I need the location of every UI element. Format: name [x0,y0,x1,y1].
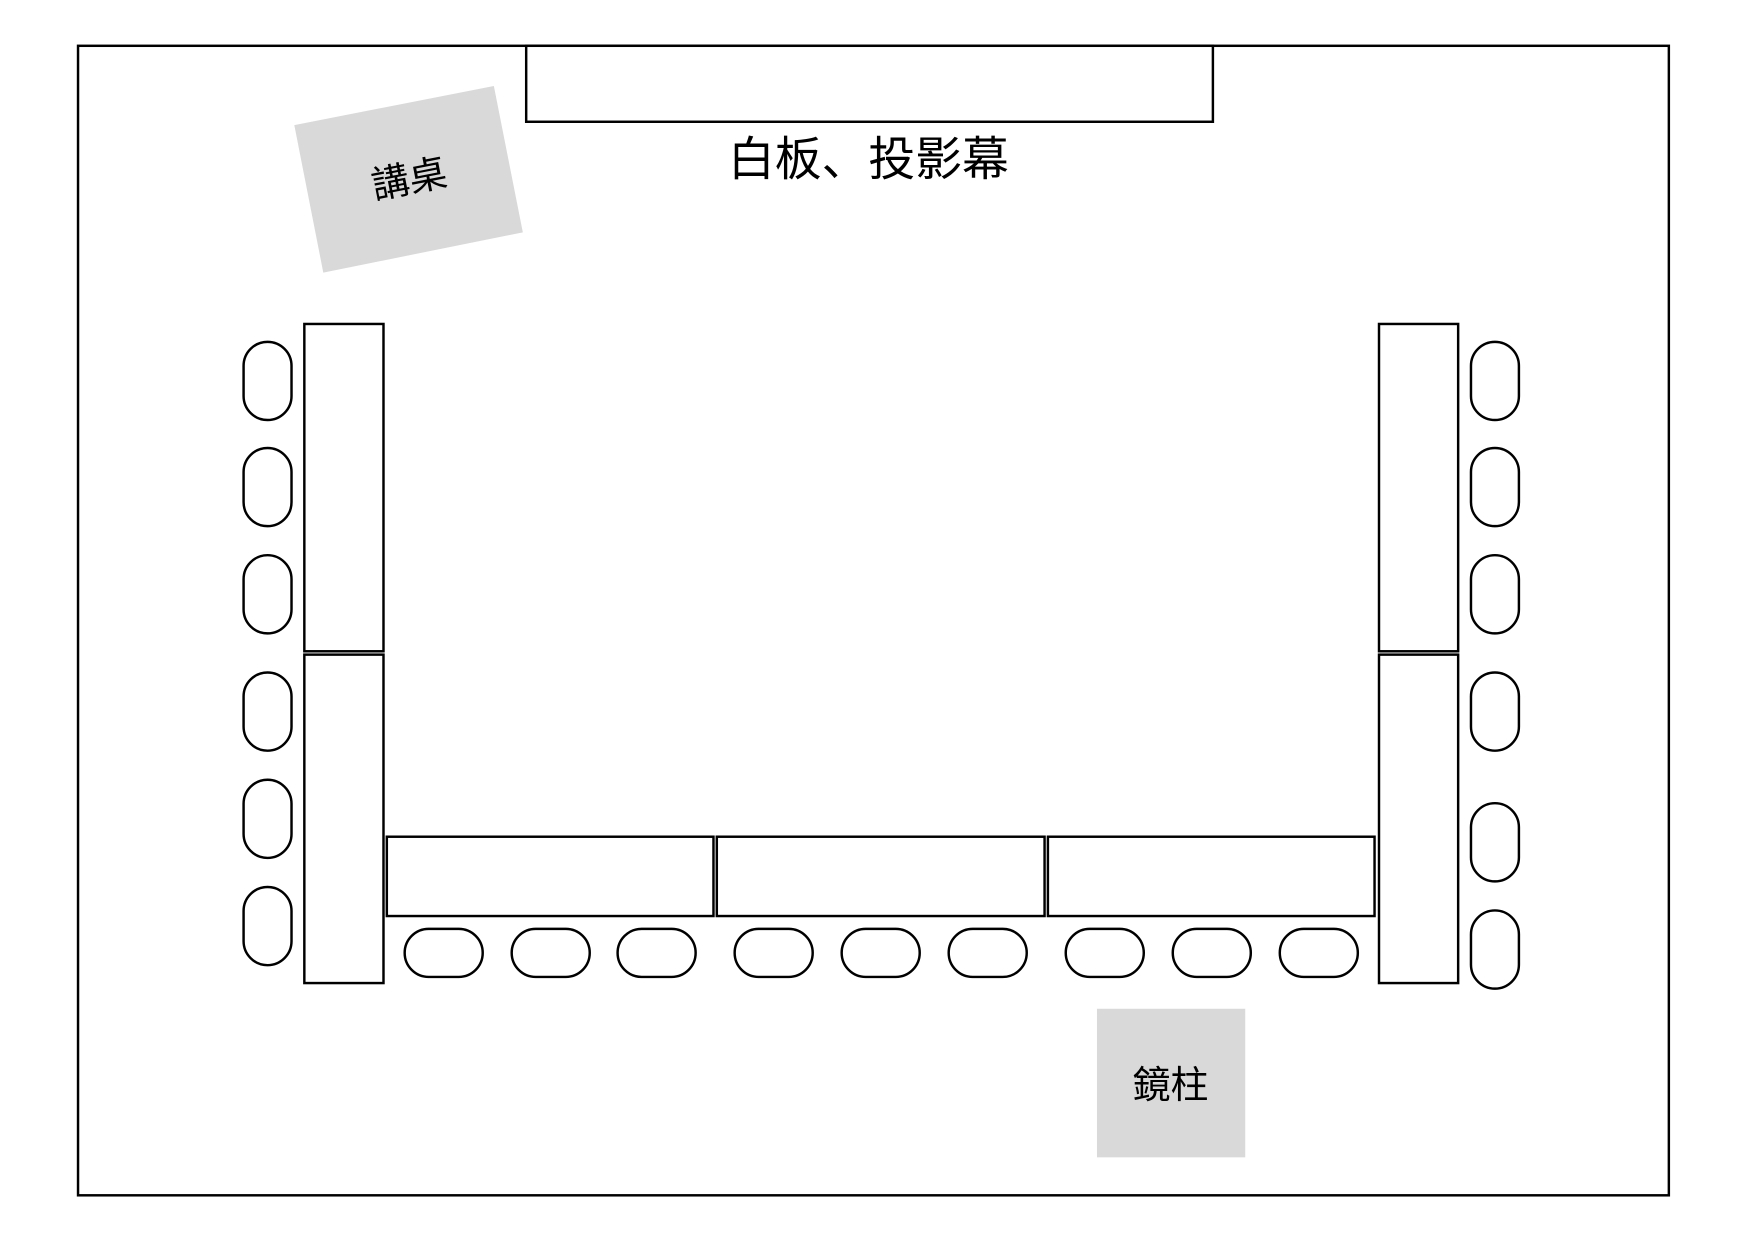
chair-left [242,340,293,422]
chair-bottom [403,927,484,979]
right-table-2 [1377,653,1460,985]
chair-left [242,671,293,752]
chair-right [1469,553,1521,635]
chair-bottom [733,927,814,979]
bottom-table-1 [385,835,715,918]
chairs [242,340,1521,990]
chair-right [1469,671,1521,752]
left-table-2 [303,653,385,985]
mirror-pillar: 鏡柱 [1096,1008,1246,1158]
pillar-label: 鏡柱 [1133,1063,1209,1107]
chair-bottom [1278,927,1360,979]
chair-bottom [840,927,921,979]
chair-bottom [1171,927,1253,979]
podium: 講桌 [294,86,523,273]
chair-left [242,885,293,967]
right-table-1 [1377,322,1460,653]
bottom-table-3 [1046,835,1376,918]
chair-right [1469,446,1521,528]
chair-right [1469,909,1521,990]
chair-right [1469,801,1521,883]
whiteboard-label: 白板、投影幕 [728,132,1009,187]
chair-left [242,446,293,528]
chair-right [1469,340,1521,422]
whiteboard [524,44,1215,123]
chair-bottom [947,927,1028,979]
chair-bottom [510,927,591,979]
chair-left [242,553,293,635]
bottom-table-2 [715,835,1046,918]
chair-left [242,778,293,860]
chair-bottom [1064,927,1146,979]
chair-bottom [616,927,697,979]
left-table-1 [303,322,385,653]
